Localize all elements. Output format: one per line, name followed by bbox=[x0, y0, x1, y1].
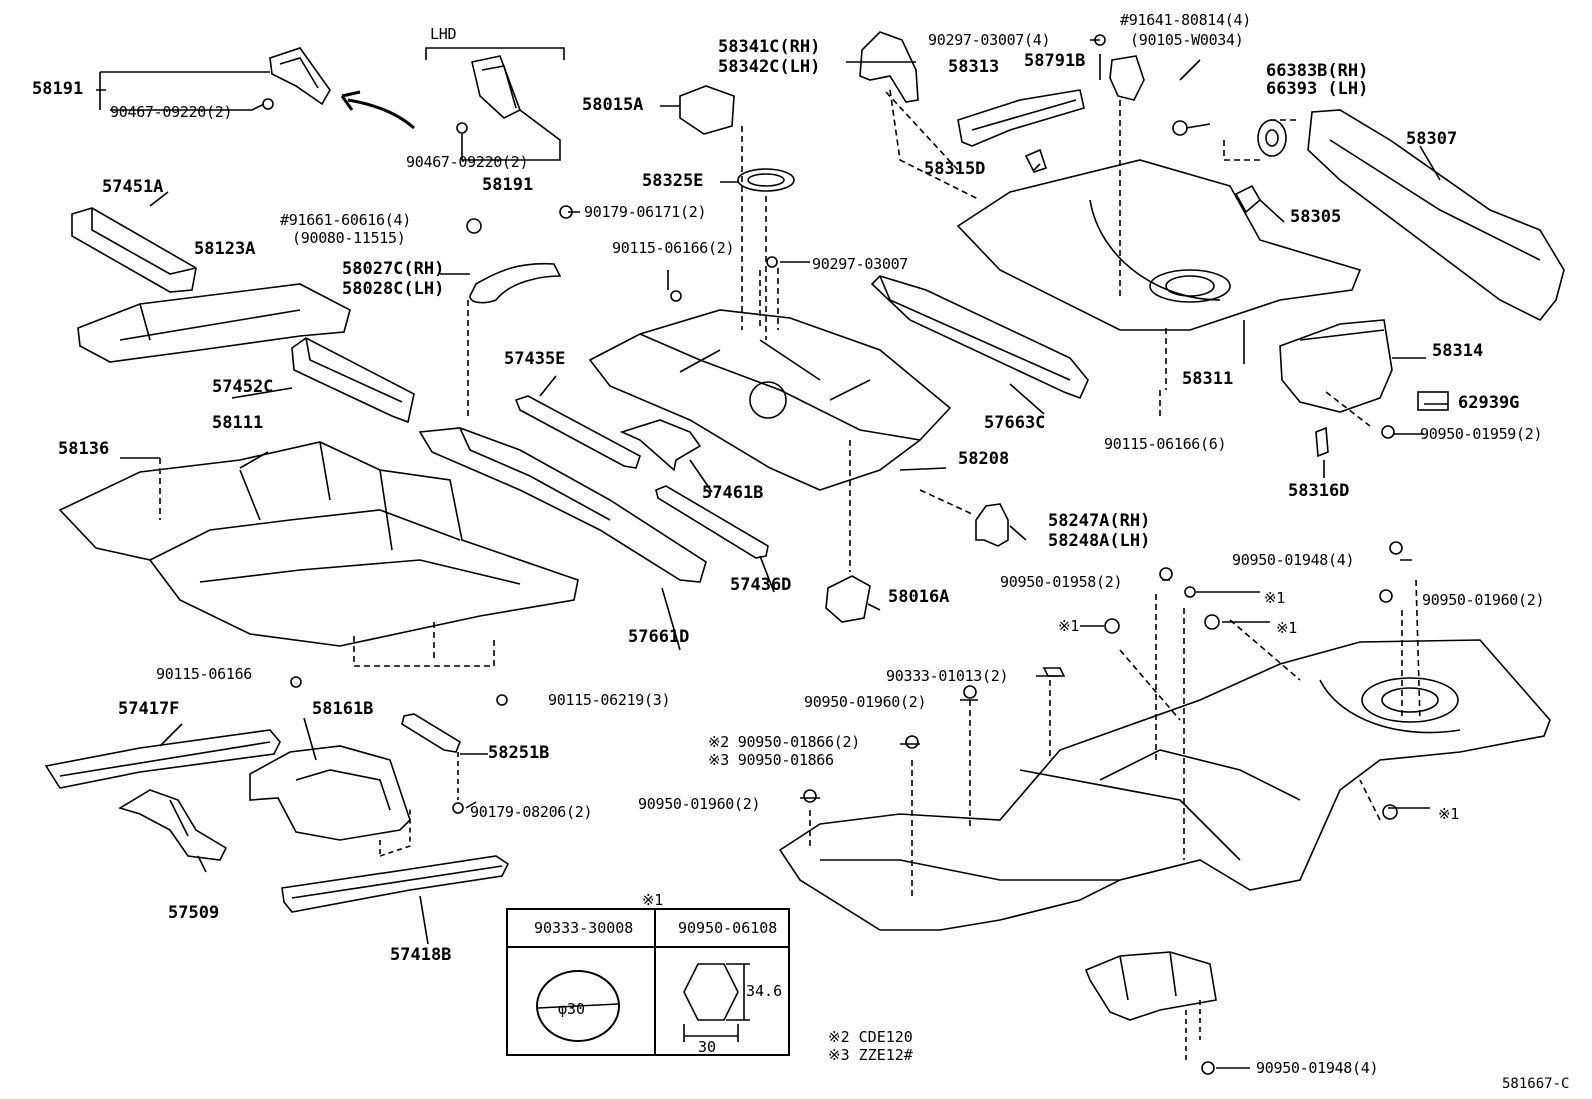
part-57452c: 57452C bbox=[212, 377, 274, 397]
part-58161b: 58161B bbox=[312, 699, 374, 719]
part-90950-01948-a: 90950-01948(4) bbox=[1232, 551, 1355, 569]
part-57417f: 57417F bbox=[118, 699, 180, 719]
note-3: ※3 ZZE12# bbox=[828, 1046, 913, 1064]
part-58123a: 58123A bbox=[194, 239, 256, 259]
part-90950-01959: 90950-01959(2) bbox=[1420, 425, 1543, 443]
part-58313: 58313 bbox=[948, 57, 1000, 77]
part-91641: #91641-80814(4) bbox=[1120, 11, 1251, 29]
part-58136: 58136 bbox=[58, 439, 110, 459]
part-58314: 58314 bbox=[1432, 341, 1484, 361]
part-91661: #91661-60616(4) bbox=[280, 211, 411, 229]
part-58307: 58307 bbox=[1406, 129, 1458, 149]
hex-plug-icon bbox=[683, 963, 739, 1021]
marker-1-d: ※1 bbox=[1438, 805, 1459, 823]
part-58316d: 58316D bbox=[1288, 481, 1350, 501]
legend-diameter: φ30 bbox=[558, 1000, 586, 1018]
part-58791b: 58791B bbox=[1024, 51, 1086, 71]
part-57663c: 57663C bbox=[984, 413, 1046, 433]
part-57418b: 57418B bbox=[390, 945, 452, 965]
part-58111: 58111 bbox=[212, 413, 264, 433]
legend-mark: ※1 bbox=[642, 891, 663, 909]
part-58342c: 58342C(LH) bbox=[718, 57, 821, 77]
part-90115-06166-d: 90115-06166(6) bbox=[1104, 435, 1227, 453]
lhd-label: LHD bbox=[430, 25, 457, 43]
part-90333-01013: 90333-01013(2) bbox=[886, 667, 1009, 685]
part-90115-06166-a: 90115-06166 bbox=[156, 665, 253, 683]
part-57451a: 57451A bbox=[102, 177, 164, 197]
part-57436d: 57436D bbox=[730, 575, 792, 595]
part-90297-03007-a: 90297-03007(4) bbox=[928, 31, 1051, 49]
part-57509: 57509 bbox=[168, 903, 220, 923]
part-90950-01948-b: 90950-01948(4) bbox=[1256, 1059, 1379, 1077]
legend-shapes bbox=[537, 963, 750, 1042]
legend-col1-part: 90333-30008 bbox=[534, 919, 634, 937]
marker-1-c: ※1 bbox=[1276, 619, 1297, 637]
part-58315d: 58315D bbox=[924, 159, 986, 179]
part-58251b: 58251B bbox=[488, 743, 550, 763]
part-58028c: 58028C(LH) bbox=[342, 279, 445, 299]
part-58311: 58311 bbox=[1182, 369, 1234, 389]
part-66393: 66393 (LH) bbox=[1266, 79, 1369, 99]
marker-1-a: ※1 bbox=[1264, 589, 1285, 607]
part-90467-mid: 90467-09220(2) bbox=[406, 153, 529, 171]
part-90105: (90105-W0034) bbox=[1130, 31, 1244, 49]
part-57661d: 57661D bbox=[628, 627, 690, 647]
part-58015a: 58015A bbox=[582, 95, 644, 115]
part-57461b: 57461B bbox=[702, 483, 764, 503]
part-58341c: 58341C(RH) bbox=[718, 37, 821, 57]
part-58325e: 58325E bbox=[642, 171, 704, 191]
part-58208: 58208 bbox=[958, 449, 1010, 469]
legend-col2-part: 90950-06108 bbox=[678, 919, 778, 937]
part-90950-01960-b: 90950-01960(2) bbox=[804, 693, 927, 711]
part-90080: (90080-11515) bbox=[292, 229, 406, 247]
part-58191-mid: 58191 bbox=[482, 175, 534, 195]
part-90115-06166-c: 90115-06166(2) bbox=[612, 239, 735, 257]
part-58247a: 58247A(RH) bbox=[1048, 511, 1151, 531]
part-90950-01960-c: 90950-01960(2) bbox=[638, 795, 761, 813]
part-62939g: 62939G bbox=[1458, 393, 1520, 413]
part-90467-top: 90467-09220(2) bbox=[110, 103, 233, 121]
note-2: ※2 CDE120 bbox=[828, 1028, 913, 1046]
part-58305: 58305 bbox=[1290, 207, 1342, 227]
part-90297-03007-b: 90297-03007 bbox=[812, 255, 909, 273]
notes: ※2 CDE120 ※3 ZZE12# bbox=[828, 1028, 913, 1064]
part-90950-01866-a: ※2 90950-01866(2) bbox=[708, 733, 860, 751]
legend-table: 90333-30008 90950-06108 φ30 34.6 30 bbox=[506, 908, 790, 1056]
part-90115-06219: 90115-06219(3) bbox=[548, 691, 671, 709]
part-90950-01958: 90950-01958(2) bbox=[1000, 573, 1123, 591]
marker-1-b: ※1 bbox=[1058, 617, 1079, 635]
part-58191-top: 58191 bbox=[32, 79, 84, 99]
legend-width: 30 bbox=[698, 1038, 717, 1056]
diagram-code: 581667-C bbox=[1502, 1076, 1570, 1092]
part-90179-06171: 90179-06171(2) bbox=[584, 203, 707, 221]
part-90950-01960-a: 90950-01960(2) bbox=[1422, 591, 1545, 609]
part-58027c: 58027C(RH) bbox=[342, 259, 445, 279]
plug-circle-icon bbox=[536, 970, 620, 1042]
part-58248a: 58248A(LH) bbox=[1048, 531, 1151, 551]
part-90179-08206: 90179-08206(2) bbox=[470, 803, 593, 821]
part-57435e: 57435E bbox=[504, 349, 566, 369]
part-66383b: 66383B(RH) bbox=[1266, 61, 1369, 81]
part-90950-01866-b: ※3 90950-01866 bbox=[708, 751, 834, 769]
part-58016a: 58016A bbox=[888, 587, 950, 607]
legend-height: 34.6 bbox=[746, 982, 783, 1000]
